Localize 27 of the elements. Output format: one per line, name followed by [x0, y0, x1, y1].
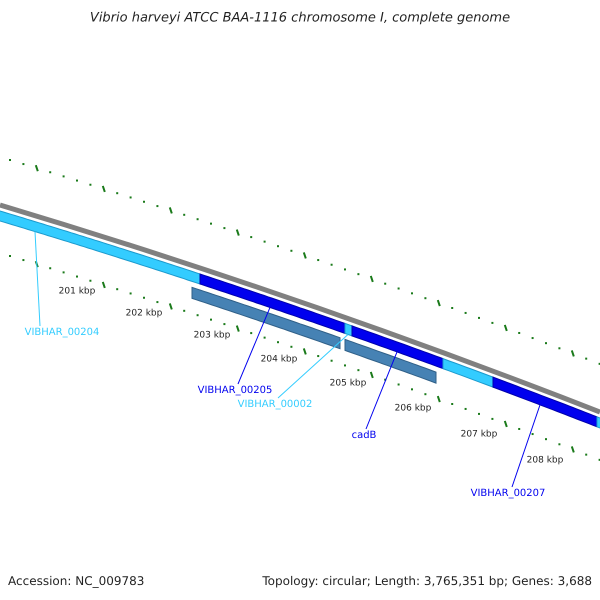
gene-feature-bar	[192, 286, 340, 350]
gene-feature-bar	[344, 322, 352, 336]
accession-text: Accession: NC_009783	[8, 575, 144, 587]
gene-feature-bar	[0, 208, 200, 284]
scale-label: 204 kbp	[260, 356, 298, 364]
gene-feature-bar	[352, 325, 444, 370]
scale-label: 207 kbp	[460, 430, 498, 440]
scale-label: 208 kbp	[526, 456, 564, 466]
leader-line	[512, 404, 540, 488]
scale-label: 205 kbp	[330, 380, 366, 388]
gene-label: VIBHAR_00002	[238, 400, 312, 410]
title: Vibrio harveyi ATCC BAA-1116 chromosome I, complete genome	[90, 12, 510, 24]
gene-feature-bar	[492, 376, 598, 428]
leader-line	[34, 231, 40, 326]
scale-label: 206 kbp	[394, 404, 432, 414]
leader-line	[278, 334, 348, 398]
genome-summary-text: Topology: circular; Length: 3,765,351 bp; Genes: 3,688	[262, 575, 592, 587]
leader-line	[238, 306, 270, 384]
gene-feature-bar	[596, 416, 600, 430]
leader-line	[366, 351, 398, 430]
gene-label: cadB	[352, 431, 376, 441]
scale-label: 203 kbp	[194, 332, 230, 340]
gene-feature-bar	[442, 358, 494, 388]
gene-label: VIBHAR_00207	[470, 489, 546, 499]
scale-label: 202 kbp	[126, 310, 162, 318]
gene-label: VIBHAR_00205	[198, 386, 272, 396]
gene-label: VIBHAR_00204	[24, 328, 100, 338]
